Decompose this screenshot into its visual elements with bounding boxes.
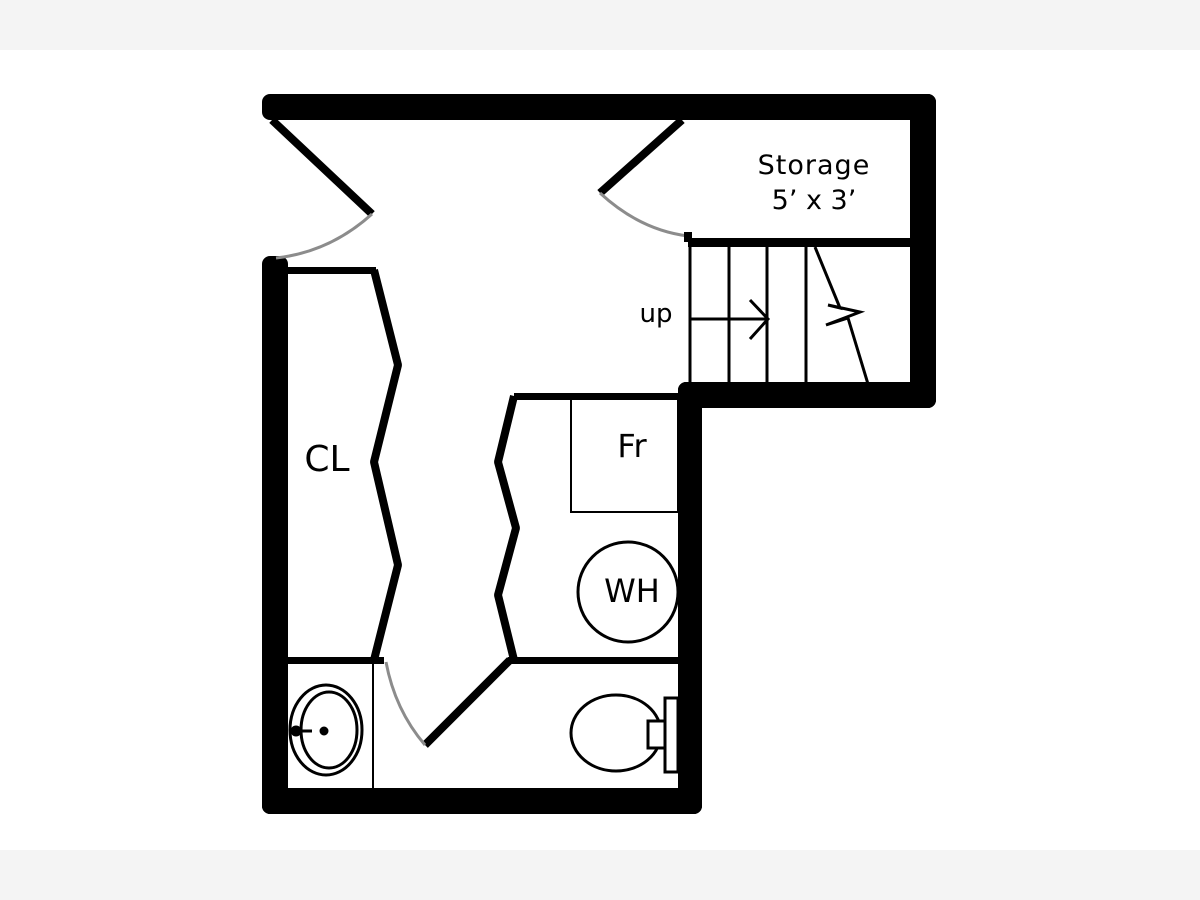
bathroom-door [384, 657, 513, 748]
top-wall [262, 94, 936, 120]
door-swing-arc [598, 191, 689, 238]
furnace-box [570, 396, 679, 513]
stair-bottom-wall [678, 382, 936, 408]
water-heater-circle [576, 540, 680, 644]
water-heater-label: WH [604, 572, 660, 610]
door-jamb [684, 232, 692, 242]
bath-wall-left [288, 657, 384, 664]
door-leaf [597, 117, 685, 196]
furnace-label: Fr [617, 427, 647, 465]
closet-top-wall [288, 267, 376, 274]
right-wall-storage [910, 94, 936, 408]
staircase [688, 243, 870, 385]
door-leaf [269, 117, 375, 217]
stair-break-line [813, 246, 870, 385]
bottom-wall [262, 788, 702, 814]
door-leaf [422, 657, 513, 748]
storage-label: Storage [758, 150, 871, 181]
storage-divider [688, 238, 910, 247]
entry-door-left [269, 117, 375, 260]
door-swing-arc [384, 661, 427, 746]
bath-wall-right [508, 657, 680, 664]
sink-icon [288, 683, 364, 777]
right-wall [678, 382, 702, 814]
toilet-icon [569, 693, 680, 774]
storage-size-label: 5’ x 3’ [772, 185, 857, 216]
closet-bifold-door [370, 269, 402, 661]
floor-plan-canvas [0, 50, 1200, 850]
entry-door-right [597, 117, 692, 242]
left-wall [262, 256, 288, 814]
closet-label: CL [304, 439, 349, 480]
stair-arrow-head-icon [748, 298, 771, 341]
outer-walls [262, 94, 936, 814]
stairs-up-label: up [640, 299, 673, 329]
utility-bifold-door [494, 395, 520, 661]
door-swing-arc [275, 212, 374, 260]
